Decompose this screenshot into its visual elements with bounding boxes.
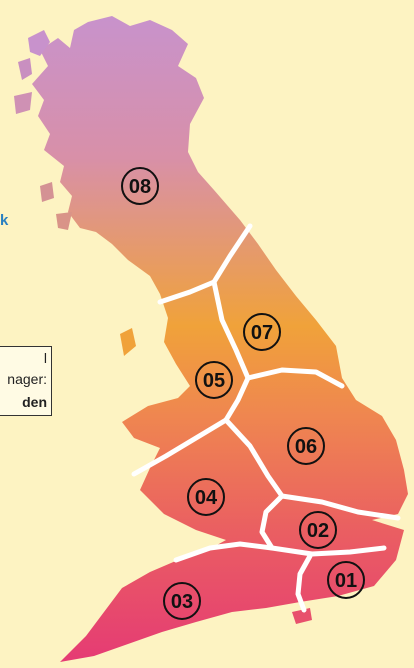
region-label-05: 05	[203, 370, 225, 392]
small-island	[40, 182, 54, 202]
info-box-line-3: den	[22, 394, 47, 410]
region-marker-02[interactable]: 02	[299, 511, 337, 549]
great-britain-mainland	[32, 16, 408, 662]
region-marker-04[interactable]: 04	[187, 478, 225, 516]
region-label-02: 02	[307, 520, 329, 542]
info-box-line-2: nager:	[7, 371, 47, 387]
region-marker-01[interactable]: 01	[327, 561, 365, 599]
border-04-02	[259, 493, 285, 551]
border-05-04	[131, 417, 229, 477]
border-03-04	[173, 541, 275, 563]
border-07-05	[211, 279, 251, 423]
region-marker-03[interactable]: 03	[163, 582, 201, 620]
small-island	[56, 212, 72, 230]
info-box-line-1: l	[43, 350, 47, 366]
region-label-07: 07	[251, 322, 273, 344]
region-label-06: 06	[295, 436, 317, 458]
border-06-02	[279, 493, 401, 521]
border-02-01	[269, 545, 387, 557]
region-marker-08[interactable]: 08	[121, 167, 159, 205]
cropped-side-text: k	[0, 212, 9, 229]
border-03-01	[295, 553, 313, 613]
skye-island	[14, 92, 32, 114]
info-box: l nager: den	[0, 346, 52, 416]
region-label-01: 01	[335, 570, 357, 592]
outer-hebrides-island	[28, 30, 50, 56]
region-marker-07[interactable]: 07	[243, 313, 281, 351]
region-borders	[131, 223, 401, 613]
region-label-08: 08	[129, 176, 151, 198]
region-marker-06[interactable]: 06	[287, 427, 325, 465]
region-label-04: 04	[195, 487, 218, 509]
isle-of-wight	[292, 608, 312, 624]
region-label-03: 03	[171, 591, 193, 613]
border-04-06	[223, 417, 285, 499]
region-marker-05[interactable]: 05	[195, 361, 233, 399]
outer-hebrides-island	[18, 58, 32, 80]
isle-of-man	[120, 328, 136, 356]
border-07-06	[245, 367, 345, 389]
